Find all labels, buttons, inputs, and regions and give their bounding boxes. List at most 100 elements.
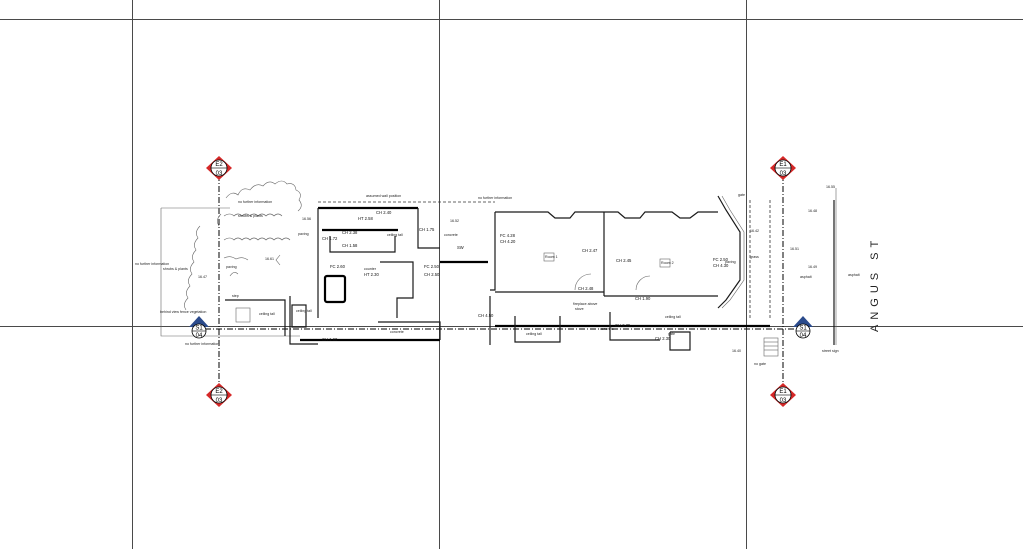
marker-sheet: 03 <box>780 398 787 404</box>
section-marker-s1-right[interactable]: S1 04 <box>793 316 813 339</box>
section-marker-s1-left[interactable]: S1 04 <box>189 316 209 339</box>
front-steps <box>763 337 779 357</box>
note-paving: paving <box>298 232 309 236</box>
note-stove: stove <box>575 307 584 311</box>
shower <box>235 307 251 323</box>
marker-id: E2 <box>215 162 223 168</box>
wall-hall-west <box>490 212 496 291</box>
elevation-marker-e2-top[interactable]: E2 03 <box>206 156 232 180</box>
room-tags: Room 1 Room 2 <box>543 252 674 268</box>
level-label: CH 2.50 <box>424 272 440 277</box>
note-assumed-wall: assumed wall position <box>366 194 401 198</box>
wall-room-2-north <box>608 211 718 219</box>
marker-sheet: 03 <box>780 171 787 177</box>
level-label: CH 2.47 <box>582 248 598 253</box>
spot-level: 16.51 <box>790 247 799 251</box>
toilet <box>291 304 307 328</box>
spot-level: 16.49 <box>808 265 817 269</box>
wall-dining <box>380 261 414 318</box>
wall-ceiling-room <box>514 316 561 343</box>
note-ceiling-tall: ceiling tall <box>526 332 542 336</box>
level-label: CH 1.75 <box>419 227 435 232</box>
note-paving: paving <box>226 265 237 269</box>
level-label: CH 2.30 <box>655 336 671 341</box>
cabinet <box>329 236 396 253</box>
marker-id: S1 <box>195 326 203 332</box>
shrub-row-mid <box>223 237 291 241</box>
level-label: HT 2.58 <box>358 216 373 221</box>
section-arrow-icon <box>189 316 209 327</box>
level-labels: CH 1.72 CH 1.58 CH 2.38 CH 2.40 CH 2.45 … <box>198 185 835 353</box>
note-gate: gate <box>668 332 675 336</box>
room-tag-box <box>543 252 555 262</box>
note-ceiling-tall: ceiling tall <box>259 312 275 316</box>
elevation-marker-e2-bottom[interactable]: E2 03 <box>206 383 232 407</box>
elevation-marker-e1-top[interactable]: E1 03 <box>770 156 796 180</box>
marker-sheet: 04 <box>196 333 203 339</box>
level-label: CH 2.45 <box>616 258 632 263</box>
level-label: CH 4.50 <box>478 313 494 318</box>
level-label: CH 2.48 <box>578 286 594 291</box>
level-label: CH 4.30 <box>713 263 729 268</box>
marker-id: E2 <box>215 389 223 395</box>
building-walls <box>225 195 779 357</box>
level-label: CH 2.38 <box>342 230 358 235</box>
elevation-lines <box>205 175 800 388</box>
note-concrete: concrete <box>444 233 458 237</box>
shrub-row-top <box>223 213 283 217</box>
shrub-row-left <box>184 225 201 311</box>
bay-window-outer <box>721 195 745 309</box>
wall-dining-south <box>378 321 441 340</box>
level-label: FC 2.60 <box>330 264 346 269</box>
marker-id: E1 <box>779 162 787 168</box>
meter-box <box>669 331 691 351</box>
wall-room-1-north <box>495 211 608 219</box>
note-ceiling-tall: ceiling tall <box>296 309 312 313</box>
spot-level: 16.48 <box>808 209 817 213</box>
level-label: CH 4.20 <box>500 239 516 244</box>
note-ceiling-tall: ceiling tall <box>387 233 403 237</box>
wall-laundry-west <box>289 296 318 345</box>
site-boundary <box>160 188 837 345</box>
note-fireplace: fireplace above <box>573 302 597 306</box>
kitchen-sink <box>323 274 347 304</box>
street-name-label: ANGUS ST <box>869 236 881 332</box>
note-street-sign: street sign <box>822 349 839 353</box>
level-label: CH 1.90 <box>635 296 651 301</box>
step-block <box>763 337 779 357</box>
marker-id: S1 <box>799 326 807 332</box>
level-label: FC 2.50 <box>713 257 729 262</box>
level-label: CH 2.35 <box>615 323 631 328</box>
room-tag-box <box>659 258 671 268</box>
note-no-further-info: no further information <box>135 262 169 266</box>
spot-level: 16.42 <box>750 229 759 233</box>
level-label: FC 4.28 <box>500 233 516 238</box>
marker-sheet: 03 <box>216 398 223 404</box>
note-ceiling-tall: ceiling tall <box>665 315 681 319</box>
spot-level: 16.47 <box>198 275 207 279</box>
room-tag: Room 2 <box>661 261 674 265</box>
note-no-further-info: no further information <box>238 200 272 204</box>
wall-kitchen-east <box>417 208 440 249</box>
marker-sheet: 03 <box>216 171 223 177</box>
note-asphalt: asphalt <box>800 275 812 279</box>
note-no-further-info: no further information <box>478 196 512 200</box>
elevation-marker-e1-bottom[interactable]: E1 03 <box>770 383 796 407</box>
level-label: CH 2.40 <box>376 210 392 215</box>
stair-arrow <box>275 254 281 266</box>
bay-window <box>717 195 741 309</box>
note-concrete: concrete <box>390 330 404 334</box>
note-counter: counter <box>364 267 377 271</box>
wall-annex <box>225 299 286 336</box>
level-label: CH 1.72 <box>322 236 338 241</box>
spot-level: 16.40 <box>732 349 741 353</box>
shrubs-area <box>184 180 302 311</box>
room-tag: Room 1 <box>545 255 558 259</box>
tree-canopy <box>217 180 302 227</box>
marker-id: E1 <box>779 389 787 395</box>
boundary-left <box>160 208 300 337</box>
level-label: CH 1.58 <box>342 243 358 248</box>
note-no-further-info: no further information <box>185 342 219 346</box>
